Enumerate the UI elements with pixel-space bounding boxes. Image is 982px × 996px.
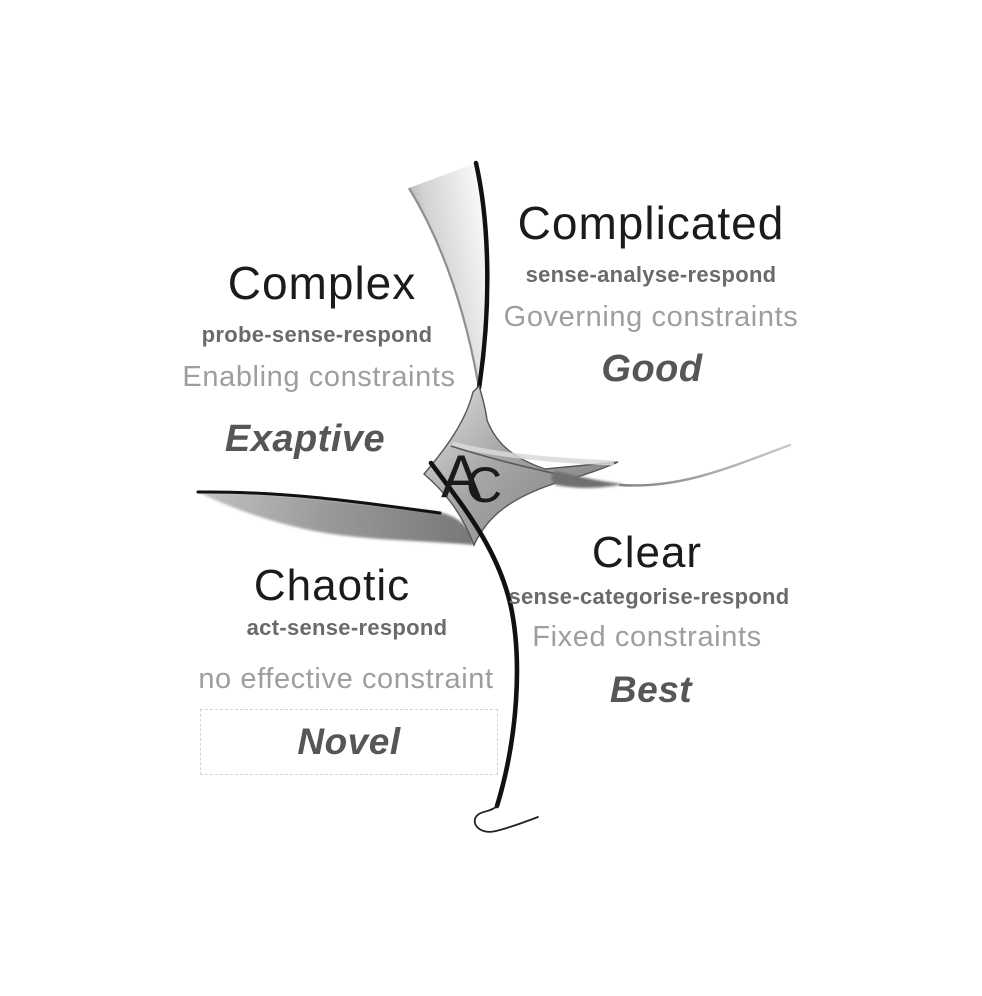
complicated-constraint-label: Governing constraints	[503, 301, 799, 333]
complicated-quadrant-label: Complicated	[517, 197, 785, 249]
complicated-practice-label: sense-analyse-respond	[525, 262, 777, 287]
clear-practice-label: sense-categorise-respond	[508, 584, 790, 609]
complex-constraint-label: Enabling constraints	[182, 361, 456, 393]
novel-practice-box: Novel	[200, 709, 498, 775]
complicated-practice-type-label: Good	[601, 348, 703, 390]
complex-practice-label: probe-sense-respond	[201, 322, 433, 347]
clear-chaotic-boundary	[428, 460, 539, 833]
ac-letter-a: A	[441, 443, 481, 510]
complex-chaotic-boundary	[196, 490, 474, 545]
complex-quadrant-label: Complex	[227, 257, 417, 309]
chaotic-quadrant-label: Chaotic	[253, 561, 411, 610]
ac-monogram: A C	[441, 443, 502, 513]
chaotic-practice-type-label: Novel	[297, 721, 401, 762]
clear-constraint-label: Fixed constraints	[532, 621, 762, 653]
clear-practice-type-label: Best	[609, 669, 693, 710]
clear-quadrant-label: Clear	[591, 528, 703, 577]
complex-complicated-boundary	[408, 160, 490, 391]
complex-practice-type-label: Exaptive	[224, 418, 386, 460]
ac-letter-c: C	[466, 457, 502, 513]
chaotic-constraint-label: no effective constraint	[198, 663, 494, 695]
complicated-clear-boundary	[551, 443, 792, 488]
chaotic-practice-label: act-sense-respond	[246, 615, 448, 640]
